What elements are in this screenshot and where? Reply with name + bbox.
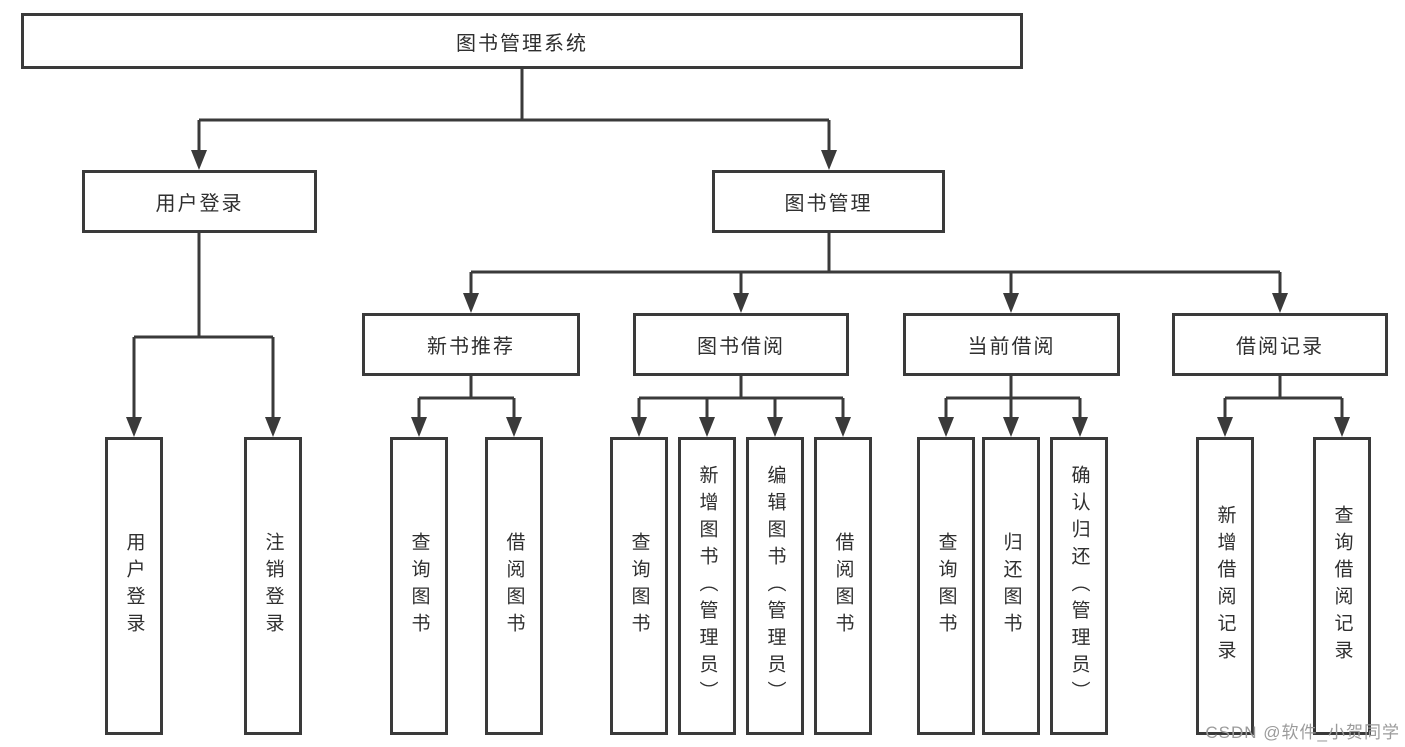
node-current-borrow-label: 当前借阅	[967, 336, 1056, 358]
leaf-logout: 注销登录	[244, 437, 302, 735]
node-user-login: 用户登录	[82, 170, 317, 233]
leaf-confirm-return-admin: 确认归还（管理员）	[1050, 437, 1108, 735]
node-new-book-recommend: 新书推荐	[362, 313, 580, 376]
leaf-user-login: 用户登录	[105, 437, 163, 735]
node-book-management: 图书管理	[712, 170, 945, 233]
leaf-add-book-admin: 新增图书（管理员）	[678, 437, 736, 735]
node-book-borrow-label: 图书借阅	[697, 336, 785, 358]
leaf-user-login-label: 用户登录	[123, 532, 145, 640]
node-new-book-recommend-label: 新书推荐	[427, 336, 515, 358]
leaf-add-borrow-record-label: 新增借阅记录	[1214, 505, 1236, 667]
leaf-return-book-label: 归还图书	[1000, 532, 1022, 640]
leaf-current-query-book-label: 查询图书	[935, 532, 957, 640]
leaf-recommend-borrow-book: 借阅图书	[485, 437, 543, 735]
leaf-borrow-book: 借阅图书	[814, 437, 872, 735]
leaf-recommend-query-book-label: 查询图书	[408, 532, 430, 640]
leaf-logout-label: 注销登录	[262, 532, 284, 640]
leaf-edit-book-admin: 编辑图书（管理员）	[746, 437, 804, 735]
node-borrow-records-label: 借阅记录	[1236, 336, 1324, 358]
node-book-borrow: 图书借阅	[633, 313, 849, 376]
leaf-return-book: 归还图书	[982, 437, 1040, 735]
node-borrow-records: 借阅记录	[1172, 313, 1388, 376]
node-current-borrow: 当前借阅	[903, 313, 1120, 376]
leaf-borrow-query-book-label: 查询图书	[628, 532, 650, 640]
leaf-query-borrow-record: 查询借阅记录	[1313, 437, 1371, 735]
leaf-add-book-admin-label: 新增图书（管理员）	[696, 464, 718, 708]
leaf-add-borrow-record: 新增借阅记录	[1196, 437, 1254, 735]
leaf-edit-book-admin-label: 编辑图书（管理员）	[764, 464, 786, 708]
leaf-query-borrow-record-label: 查询借阅记录	[1331, 505, 1353, 667]
leaf-borrow-query-book: 查询图书	[610, 437, 668, 735]
leaf-current-query-book: 查询图书	[917, 437, 975, 735]
leaf-recommend-borrow-book-label: 借阅图书	[503, 532, 525, 640]
node-root: 图书管理系统	[21, 13, 1023, 69]
node-user-login-label: 用户登录	[155, 193, 244, 215]
leaf-confirm-return-admin-label: 确认归还（管理员）	[1068, 464, 1090, 708]
leaf-borrow-book-label: 借阅图书	[832, 532, 854, 640]
node-root-label: 图书管理系统	[456, 32, 588, 55]
leaf-recommend-query-book: 查询图书	[390, 437, 448, 735]
node-book-management-label: 图书管理	[784, 193, 873, 215]
csdn-watermark: CSDN @软件_小贺同学	[1205, 723, 1400, 742]
